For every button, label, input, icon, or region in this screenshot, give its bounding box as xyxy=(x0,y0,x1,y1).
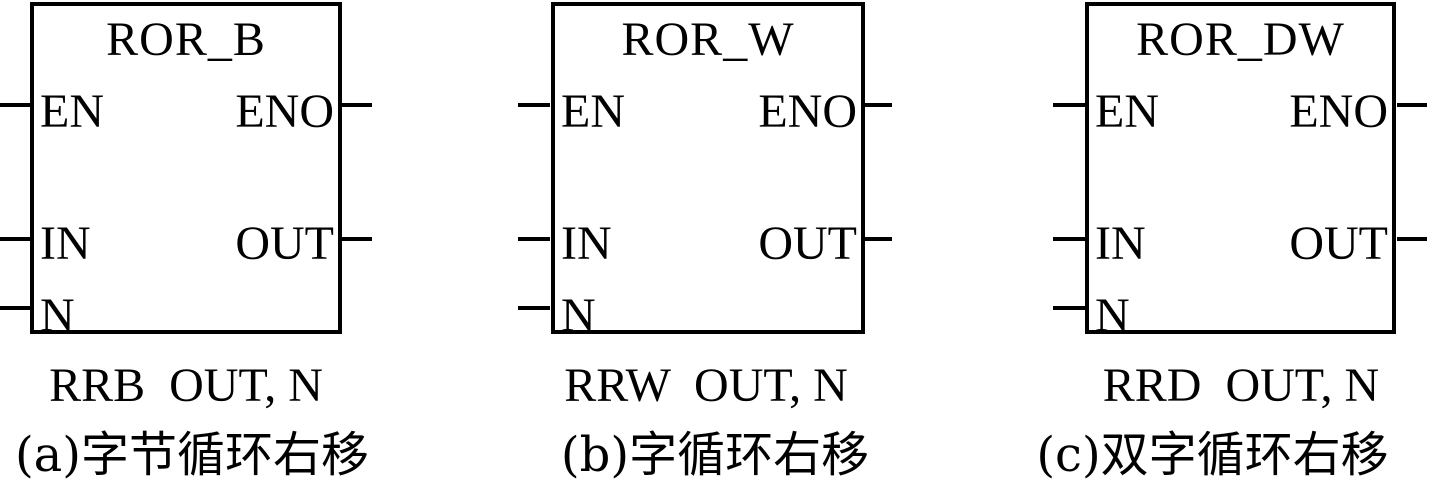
diagram-panel-c: ROR_DW EN IN N ENO OUT RRD OUT, N (c)双字循… xyxy=(1036,0,1440,491)
n-input-wire xyxy=(518,306,550,310)
function-block: ROR_W EN IN N ENO OUT xyxy=(551,2,865,342)
pin-n-label: N xyxy=(1095,289,1130,342)
in-input-wire xyxy=(0,237,32,241)
pin-in-label: IN xyxy=(40,217,91,270)
block-title: ROR_B xyxy=(106,13,266,66)
pin-in-label: IN xyxy=(561,217,612,270)
pin-in-label: IN xyxy=(1095,217,1146,270)
diagram-panel-a: ROR_B EN IN N ENO OUT RRB OUT, N (a)字节循环… xyxy=(0,0,420,491)
pin-out-label: OUT xyxy=(758,217,857,270)
eno-output-wire xyxy=(862,103,892,107)
pin-out-label: OUT xyxy=(1289,217,1388,270)
block-title: ROR_DW xyxy=(1136,13,1345,66)
pin-eno-label: ENO xyxy=(235,85,334,138)
panel-caption: (a)字节循环右移 xyxy=(14,427,370,483)
out-output-wire xyxy=(1397,237,1427,241)
panel-caption: (b)字循环右移 xyxy=(560,427,870,483)
in-input-wire xyxy=(518,237,550,241)
out-output-wire xyxy=(862,237,892,241)
n-input-wire xyxy=(0,306,32,310)
diagram-panel-b: ROR_W EN IN N ENO OUT RRW OUT, N (b)字循环右… xyxy=(518,0,940,491)
function-block: ROR_B EN IN N ENO OUT xyxy=(30,2,342,342)
pin-en-label: EN xyxy=(1095,85,1159,138)
n-input-wire xyxy=(1053,306,1085,310)
eno-output-wire xyxy=(342,103,372,107)
pin-en-label: EN xyxy=(40,85,104,138)
pin-n-label: N xyxy=(40,289,75,342)
eno-output-wire xyxy=(1397,103,1427,107)
instruction-text: RRB OUT, N xyxy=(49,359,323,412)
out-output-wire xyxy=(342,237,372,241)
pin-n-label: N xyxy=(561,289,596,342)
function-block: ROR_DW EN IN N ENO OUT xyxy=(1085,2,1396,342)
en-input-wire xyxy=(0,103,32,107)
pin-en-label: EN xyxy=(561,85,625,138)
block-title: ROR_W xyxy=(621,13,795,66)
in-input-wire xyxy=(1053,237,1085,241)
pin-eno-label: ENO xyxy=(1289,85,1388,138)
en-input-wire xyxy=(518,103,550,107)
pin-eno-label: ENO xyxy=(758,85,857,138)
pin-out-label: OUT xyxy=(235,217,334,270)
en-input-wire xyxy=(1053,103,1085,107)
panel-caption: (c)双字循环右移 xyxy=(1036,427,1389,483)
instruction-text: RRD OUT, N xyxy=(1102,359,1380,412)
instruction-text: RRW OUT, N xyxy=(564,359,848,412)
